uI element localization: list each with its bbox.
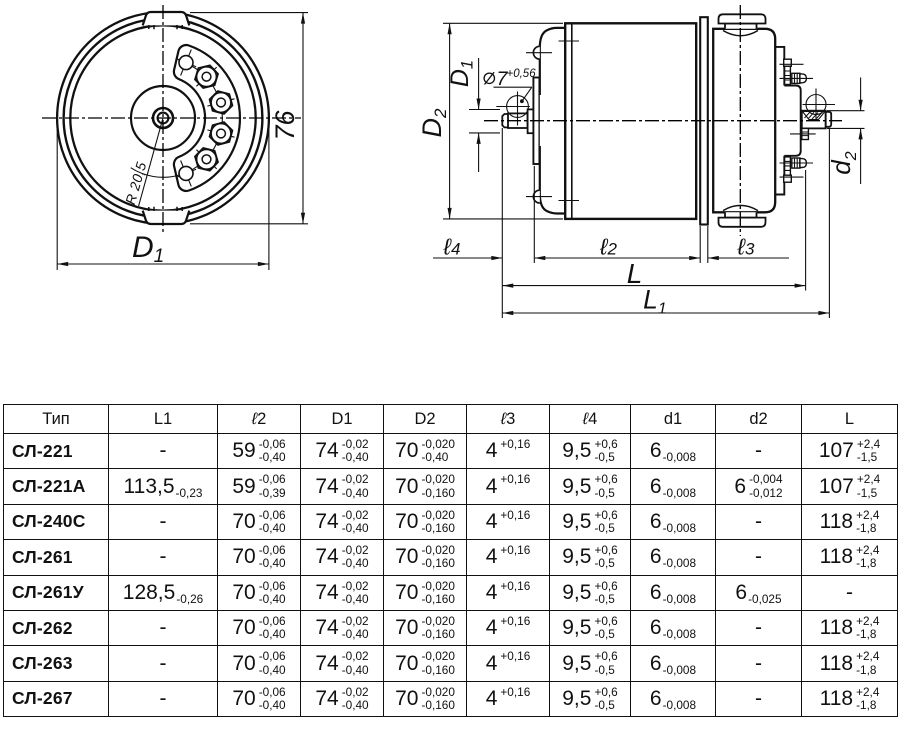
svg-text:D2: D2 (417, 108, 450, 138)
svg-text:d2: d2 (826, 151, 860, 174)
svg-text:ℓ4: ℓ4 (443, 234, 461, 260)
svg-text:L: L (627, 258, 643, 289)
svg-text:ℓ2: ℓ2 (599, 234, 617, 260)
svg-text:76: 76 (270, 110, 300, 141)
svg-text:ℓ3: ℓ3 (737, 234, 755, 260)
svg-text:7: 7 (497, 68, 509, 90)
svg-text:L1: L1 (643, 285, 667, 318)
svg-text:D1: D1 (446, 60, 477, 87)
svg-text:+0,56: +0,56 (507, 68, 537, 80)
svg-text:D1: D1 (132, 231, 164, 267)
